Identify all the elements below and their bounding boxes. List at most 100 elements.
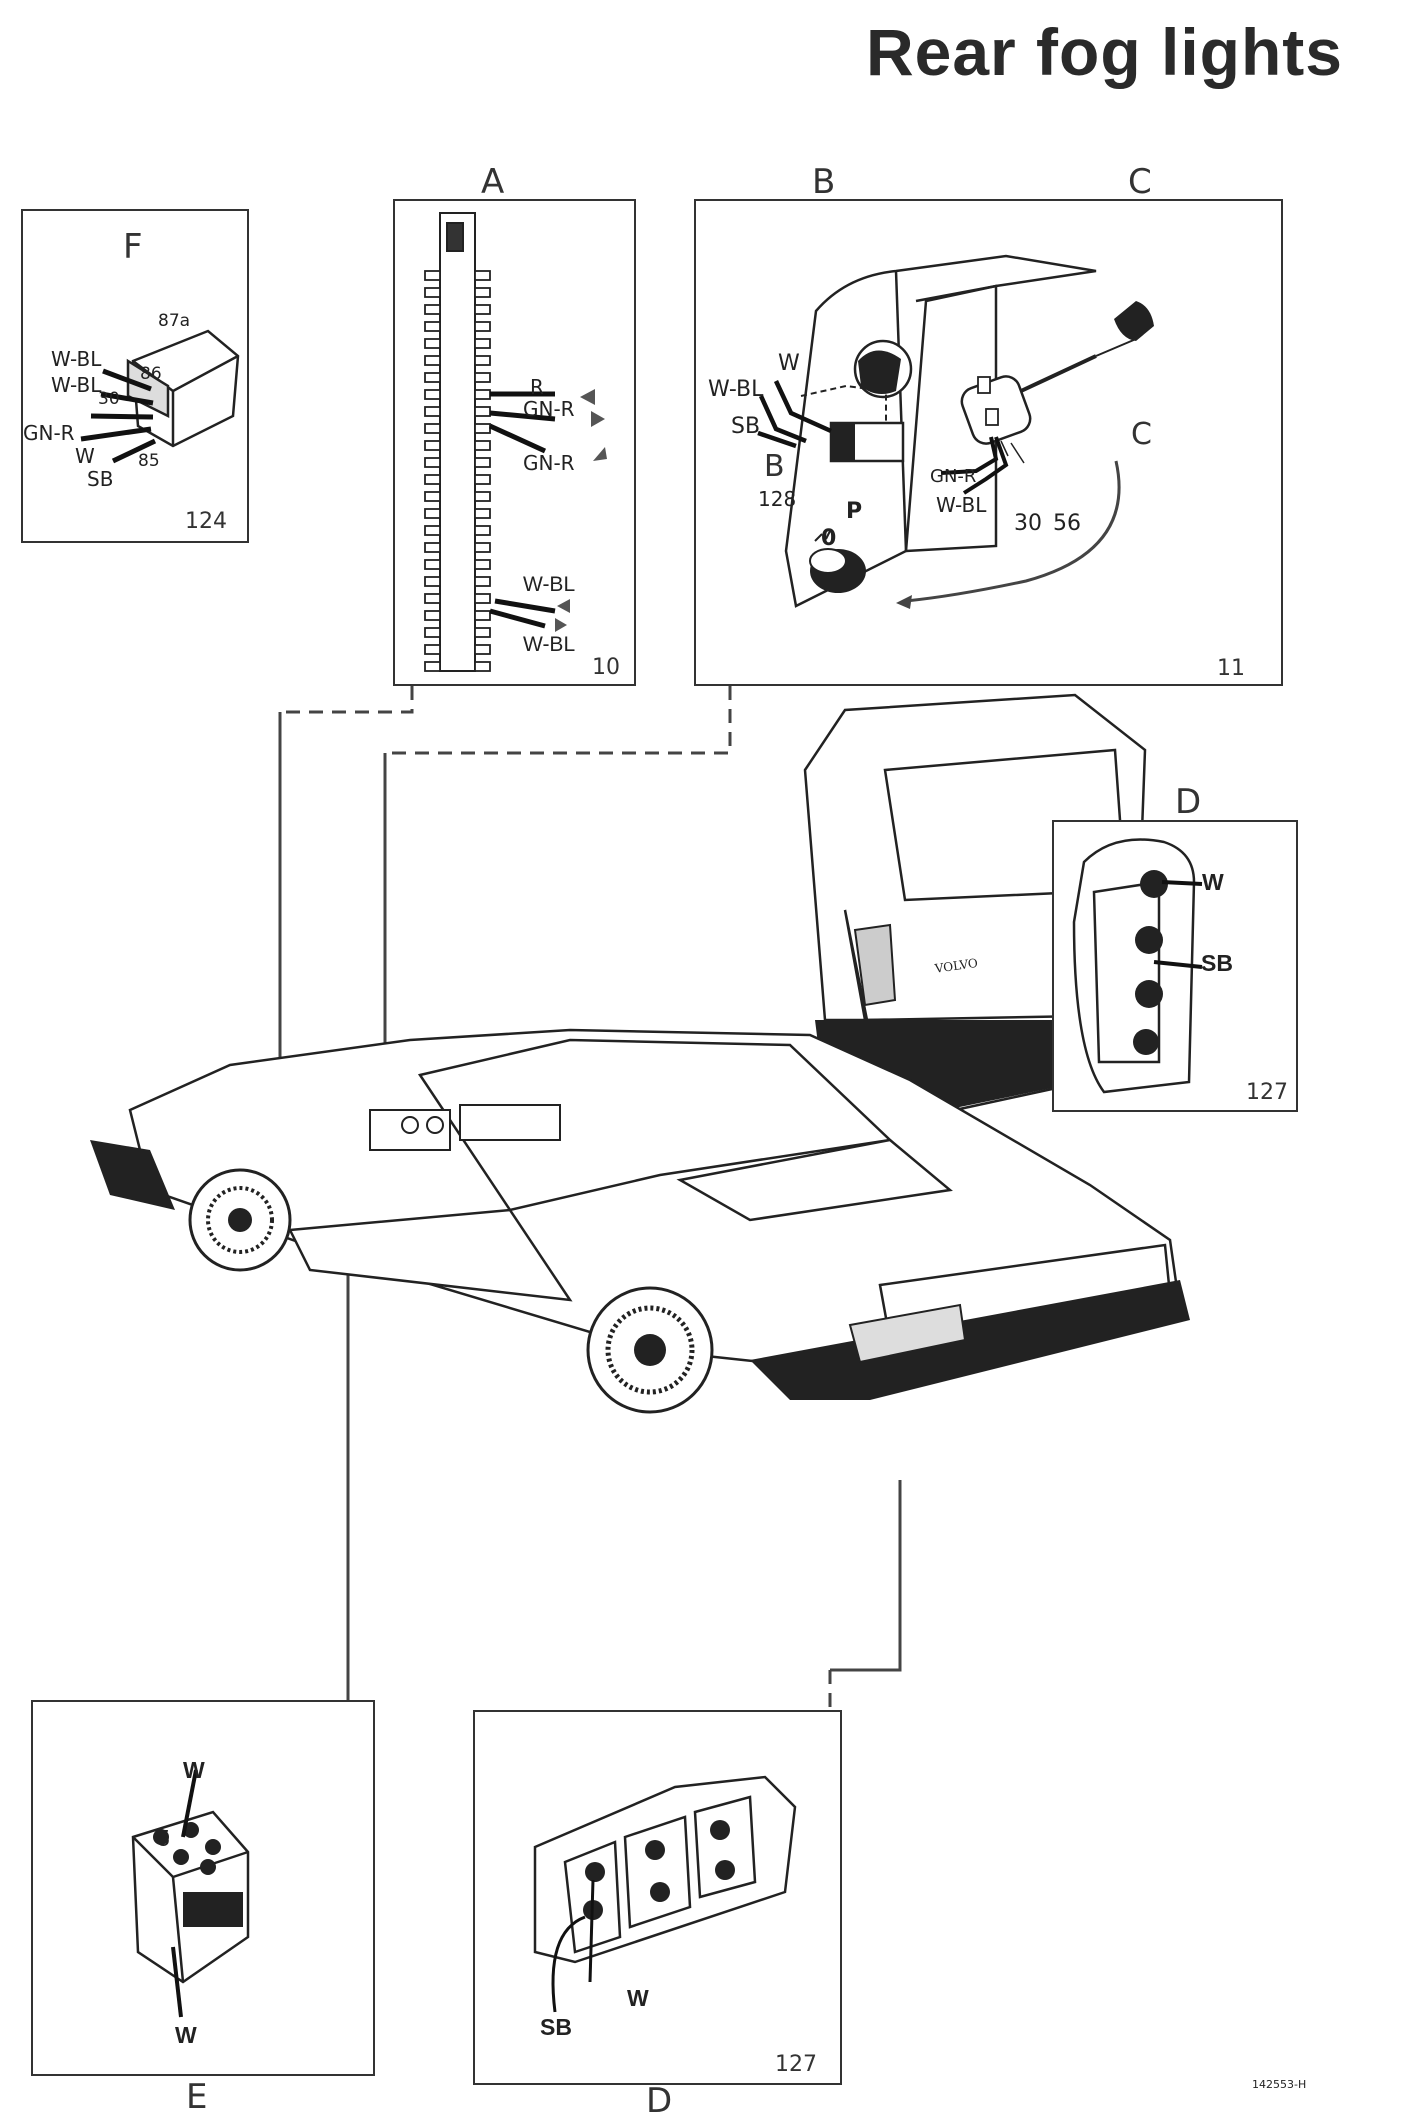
fuse-terminal [424, 372, 441, 383]
wire-w-bl: W-BL [708, 377, 764, 402]
fuse-terminal [424, 423, 441, 434]
connector-plug-icon [131, 1769, 250, 2018]
fuse-terminal [424, 559, 441, 570]
panel-e-connector: W 5 W [31, 1700, 375, 2076]
dashboard-switch-icon [757, 254, 1154, 609]
fuse-terminal [424, 304, 441, 315]
panel-number: 127 [1246, 1080, 1288, 1105]
fuse-terminal [474, 270, 491, 281]
fuse-terminal [474, 457, 491, 468]
fuse-terminal [474, 593, 491, 604]
panel-c-label: C [1128, 162, 1152, 202]
fuse-terminal [474, 576, 491, 587]
fuse-terminal [424, 627, 441, 638]
wire-sb: SB [540, 2014, 572, 2040]
fuse-terminal [424, 338, 441, 349]
panel-a-label: A [481, 162, 505, 202]
fuse-block-icon [424, 212, 607, 672]
fuse-terminal [424, 321, 441, 332]
panel-label: F [123, 227, 143, 267]
fuse-terminal [474, 321, 491, 332]
panel-d-top-tail-light: W SB 127 [1052, 820, 1298, 1112]
fuse-terminal [424, 389, 441, 400]
knob-off-mark: 0 [821, 526, 837, 551]
wire-sb: SB [87, 467, 114, 491]
terminal-30: 30 [98, 389, 120, 409]
panel-b-label: B [812, 162, 836, 202]
fuse-terminal [424, 542, 441, 553]
fuse-terminal [424, 457, 441, 468]
fuse-terminal [424, 287, 441, 298]
pin-number: 5 [157, 1825, 170, 1851]
fuse-terminal [474, 542, 491, 553]
fuse-terminal [474, 338, 491, 349]
wire-r: R [530, 375, 544, 399]
wire-gn-r: GN-R [23, 421, 75, 445]
wire-gn-r-2: GN-R [523, 451, 575, 475]
fuse-terminal [474, 423, 491, 434]
tail-light-lamp-icon [1072, 838, 1203, 1094]
fuse-terminal [474, 355, 491, 366]
panel-d-bottom-tail-light: W SB 127 [473, 1710, 842, 2085]
fuse-terminal [474, 661, 491, 672]
fuse-terminal [474, 287, 491, 298]
wire-w-bl-2: W-BL [936, 493, 987, 517]
fuse-terminal [424, 491, 441, 502]
fuse-terminal [474, 440, 491, 451]
wire-w-bl-1: W-BL [523, 573, 576, 596]
fuse-terminal [424, 576, 441, 587]
panel-number: 124 [185, 509, 227, 534]
wire-w: W [1202, 869, 1224, 895]
fuse-terminal [424, 644, 441, 655]
wire-sb: SB [731, 414, 761, 439]
fuse-terminal [424, 525, 441, 536]
wire-w-bl-2: W-BL [51, 373, 102, 397]
wire-gn-r: GN-R [930, 466, 977, 487]
fuse-terminal [474, 372, 491, 383]
fuse-terminal [474, 474, 491, 485]
panel-number: 127 [775, 2052, 817, 2077]
panel-e-label: E [186, 2077, 208, 2117]
terminal-85: 85 [138, 451, 160, 471]
fuse-terminal [424, 440, 441, 451]
wire-w-bl-1: W-BL [51, 347, 102, 371]
fuse-terminal [424, 508, 441, 519]
wire-w: W [627, 1985, 649, 2011]
fuse-terminal [474, 644, 491, 655]
wire-sb: SB [1201, 950, 1233, 976]
panel-number: 11 [1217, 656, 1245, 681]
panel-bc-switch: W W-BL SB B 128 0 P GN-R W-BL 30 56 C 11 [694, 199, 1283, 686]
panel-a-fuse-box: R GN-R GN-R W-BL W-BL 10 [393, 199, 636, 686]
fuse-terminal [424, 270, 441, 281]
switch-c-label: C [1131, 417, 1152, 452]
knob-p-mark: P [846, 499, 863, 524]
panel-number: 10 [592, 655, 620, 680]
switch-b-label: B [764, 449, 785, 484]
wire-w-bl-2: W-BL [523, 633, 576, 656]
wire-w-top: W [183, 1757, 205, 1783]
wire-gn-r-1: GN-R [523, 397, 575, 421]
page-title: Rear fog lights [865, 15, 1343, 89]
fuse-terminal [424, 355, 441, 366]
fuse-terminal [424, 474, 441, 485]
wire-w: W [778, 351, 800, 376]
fuse-terminal [474, 508, 491, 519]
fuse-terminal [424, 610, 441, 621]
wire-w: W [75, 444, 95, 468]
document-number: 142553-H [1252, 2078, 1307, 2091]
terminal-30: 30 [1014, 511, 1042, 536]
fuse-terminal [474, 627, 491, 638]
fuse-terminal [474, 491, 491, 502]
tail-light-rear-icon [533, 1775, 797, 2013]
panel-d-top-label: D [1175, 782, 1202, 822]
fuse-terminal [474, 559, 491, 570]
fuse-terminal [424, 593, 441, 604]
terminal-87a: 87a [158, 311, 191, 331]
fuse-terminal [424, 406, 441, 417]
fuse-terminal [474, 389, 491, 400]
car-badge: VOLVO [933, 956, 979, 976]
terminal-86: 86 [140, 364, 162, 384]
terminal-56: 56 [1053, 511, 1081, 536]
panel-d-bottom-label: D [646, 2081, 673, 2121]
fuse-terminal [474, 610, 491, 621]
